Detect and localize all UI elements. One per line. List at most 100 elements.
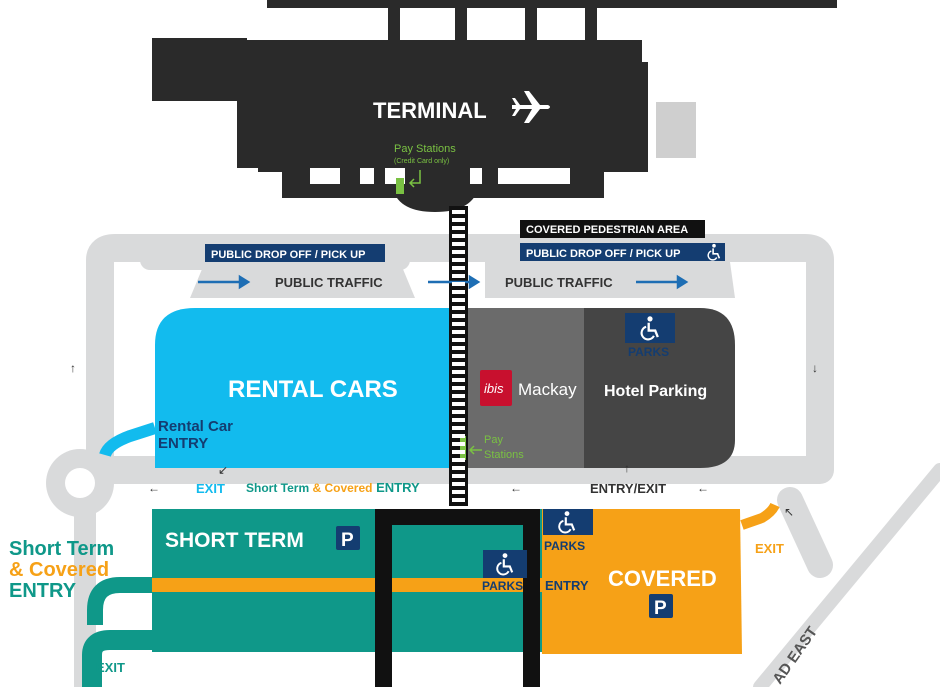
annex-building [656,102,696,158]
crossing-stripe [452,418,465,422]
arrow-icon [408,170,421,188]
crossing-stripe [452,394,465,398]
exit-bottom-label: EXIT [96,660,125,675]
traffic-left-label: PUBLIC TRAFFIC [275,275,383,290]
road-east-label: AD EAST [769,624,821,687]
short-term-label: SHORT TERM [165,529,304,552]
covered-exit-lane [740,502,780,530]
rental-cars-area [155,308,455,468]
crossing-stripe [452,458,465,462]
pay-station-mid [460,436,466,460]
crossing-stripe [452,490,465,494]
crossing-stripe [452,322,465,326]
hotel-parks-label: PARKS [628,345,669,359]
crossing-stripe [452,314,465,318]
crossing-stripe [452,466,465,470]
crossing-stripe [452,258,465,262]
orange-lane [152,578,542,592]
left-entry-label-1: Short Term [9,538,114,560]
hotel-parking-label: Hotel Parking [604,383,707,400]
left-entry-label-2: & Covered [9,559,109,581]
svg-text:↑: ↑ [70,361,76,375]
svg-text:P: P [341,530,354,551]
rental-cars-label: RENTAL CARS [228,376,398,403]
crossing-stripe [452,346,465,350]
terminal-building [152,0,837,212]
short-term-p-sign [336,526,360,550]
svg-text:←: ← [697,481,709,495]
entry-exit-label: ENTRY/EXIT [590,481,666,496]
crossing-stripe [452,442,465,446]
entry-label: ENTRY [545,578,589,593]
pedestrian-path-right [523,509,540,687]
exit-left-label: EXIT [196,481,225,496]
crossing-stripe [452,250,465,254]
crossing-stripe [452,218,465,222]
hotel-parking-area [584,308,735,468]
crossing-stripe [452,290,465,294]
terminal-pay-station [396,178,404,194]
crossing-stripe [452,410,465,414]
crossing-stripe [452,370,465,374]
covered-area [542,509,742,654]
crossing-stripe [452,306,465,310]
covered-label: COVERED [608,566,717,591]
pay-stations-mid-2: Stations [484,449,524,461]
crossing-stripe [452,498,465,502]
crossing-stripe [452,298,465,302]
svg-text:P: P [654,598,667,619]
ibis-name: Mackay [518,380,577,399]
left-entry-lane [87,577,152,625]
crossing-stripe [452,330,465,334]
exit-lane [82,630,152,687]
svg-text:↙: ↙ [218,463,228,477]
crossing-stripe [452,354,465,358]
terminal-label: TERMINAL [373,98,487,123]
rental-entry-label-2: ENTRY [158,435,208,452]
airplane-icon [512,91,550,123]
pay-stations-mid-1: Pay [484,434,503,446]
svg-text:↑: ↑ [624,461,630,475]
arrow-icon: ← ← ← ↑ ↓ ↙ ↑ ↖ [70,361,818,519]
parks-label-covered: PARKS [544,539,585,553]
pedestrian-path-top [388,509,528,525]
covered-pedestrian-area-label: COVERED PEDESTRIAN AREA [526,224,688,236]
crossing-stripe [452,450,465,454]
crossing-stripe [452,362,465,366]
entry-road-label: Short Term & Covered ENTRY [246,480,420,495]
rental-entry-lane [99,422,157,458]
crossing-stripe [452,338,465,342]
left-entry-label-3: ENTRY [9,580,77,602]
arrow-icon [468,445,482,455]
rental-entry-label-1: Rental Car [158,418,233,435]
crossing-stripe [452,474,465,478]
parks-label-mid: PARKS [482,579,523,593]
crossing-stripe [452,234,465,238]
crossing-stripe [452,210,465,214]
crossing-stripe [452,282,465,286]
crossing-stripe [452,402,465,406]
svg-text:←: ← [510,481,522,495]
pedestrian-path-left [375,509,392,687]
crossing-stripe [452,266,465,270]
crossing-stripe [452,242,465,246]
crossing-stripe [452,378,465,382]
crossing-stripe [452,426,465,430]
drop-off-left-label: PUBLIC DROP OFF / PICK UP [211,249,365,261]
drop-off-right-label: PUBLIC DROP OFF / PICK UP [526,248,680,260]
terminal-pay-stations-label: Pay Stations [394,143,456,155]
ibis-logo [480,370,512,406]
crossing-stripe [452,482,465,486]
svg-text:ibis: ibis [484,381,504,396]
svg-text:↓: ↓ [812,361,818,375]
covered-p-sign [649,594,673,618]
crossing-stripe [452,434,465,438]
traffic-right-label: PUBLIC TRAFFIC [505,275,613,290]
crossing-stripe [452,226,465,230]
svg-text:↖: ↖ [784,505,794,519]
exit-right-label: EXIT [755,541,784,556]
crossing-stripe [452,274,465,278]
terminal-pay-note: (Credit Card only) [394,158,449,165]
crossing-stripe [452,386,465,390]
